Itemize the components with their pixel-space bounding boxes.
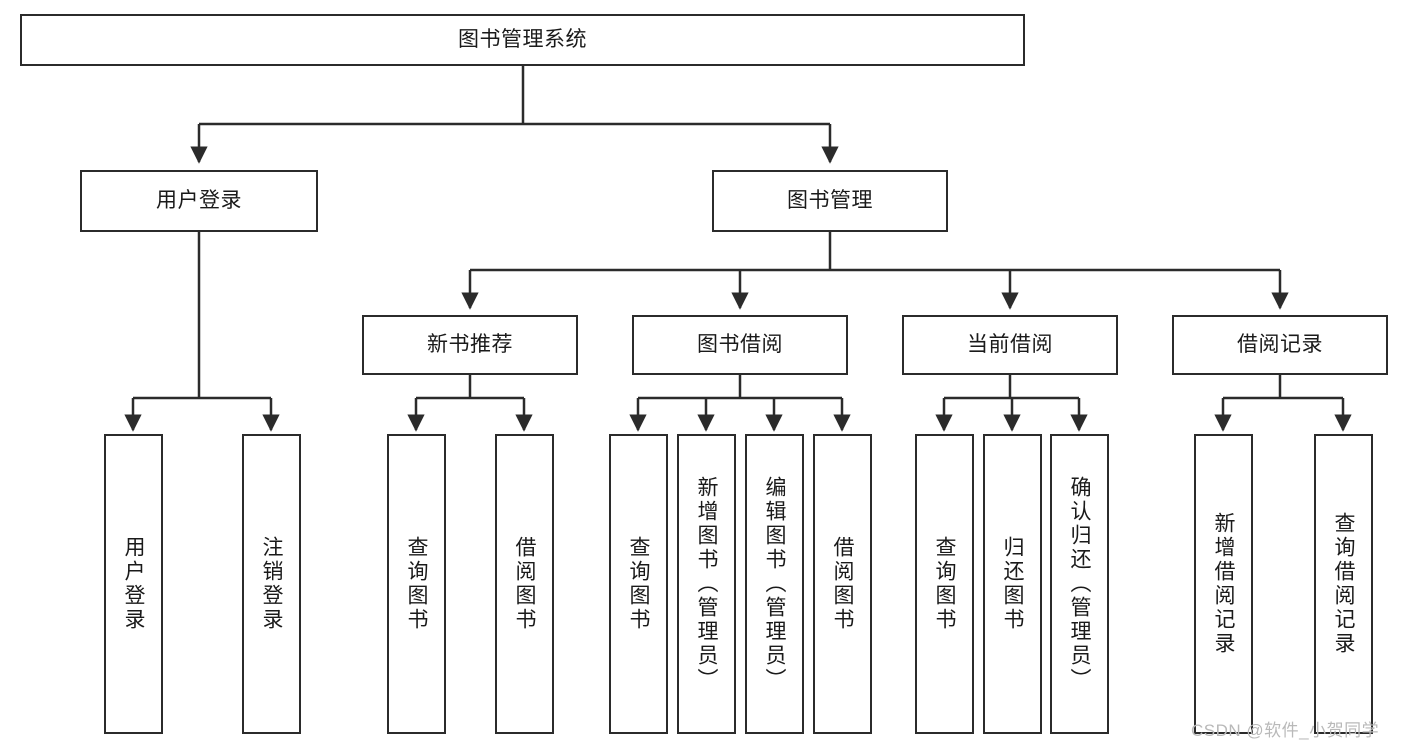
leaf-book-borrow-query[interactable]: 查询图书 [609, 434, 668, 734]
node-book-management-label: 图书管理 [787, 189, 873, 213]
leaf-book-borrow-edit[interactable]: 编辑图书（管理员） [745, 434, 804, 734]
node-user-login-label: 用户登录 [156, 189, 242, 213]
node-borrow-record[interactable]: 借阅记录 [1172, 315, 1388, 375]
leaf-label: 查询图书 [405, 536, 429, 632]
leaf-label: 编辑图书（管理员） [763, 476, 787, 692]
leaf-current-borrow-return[interactable]: 归还图书 [983, 434, 1042, 734]
leaf-user-login-logout[interactable]: 注销登录 [242, 434, 301, 734]
leaf-book-borrow-add[interactable]: 新增图书（管理员） [677, 434, 736, 734]
leaf-label: 查询借阅记录 [1332, 512, 1356, 656]
leaf-book-borrow-borrow[interactable]: 借阅图书 [813, 434, 872, 734]
leaf-label: 查询图书 [627, 536, 651, 632]
leaf-borrow-record-add[interactable]: 新增借阅记录 [1194, 434, 1253, 734]
leaf-new-book-borrow[interactable]: 借阅图书 [495, 434, 554, 734]
node-current-borrow-label: 当前借阅 [967, 333, 1053, 357]
node-book-management[interactable]: 图书管理 [712, 170, 948, 232]
leaf-label: 注销登录 [260, 536, 284, 632]
leaf-label: 新增借阅记录 [1212, 512, 1236, 656]
node-book-borrow-label: 图书借阅 [697, 333, 783, 357]
leaf-label: 确认归还（管理员） [1068, 476, 1092, 692]
node-root-label: 图书管理系统 [458, 28, 587, 52]
node-root[interactable]: 图书管理系统 [20, 14, 1025, 66]
node-new-book-recommend-label: 新书推荐 [427, 333, 513, 357]
leaf-current-borrow-confirm-return[interactable]: 确认归还（管理员） [1050, 434, 1109, 734]
node-current-borrow[interactable]: 当前借阅 [902, 315, 1118, 375]
node-new-book-recommend[interactable]: 新书推荐 [362, 315, 578, 375]
node-borrow-record-label: 借阅记录 [1237, 333, 1323, 357]
leaf-new-book-query[interactable]: 查询图书 [387, 434, 446, 734]
leaf-label: 归还图书 [1001, 536, 1025, 632]
leaf-current-borrow-query[interactable]: 查询图书 [915, 434, 974, 734]
node-user-login[interactable]: 用户登录 [80, 170, 318, 232]
leaf-label: 新增图书（管理员） [695, 476, 719, 692]
leaf-label: 用户登录 [122, 536, 146, 632]
leaf-label: 借阅图书 [513, 536, 537, 632]
leaf-user-login-login[interactable]: 用户登录 [104, 434, 163, 734]
leaf-label: 查询图书 [933, 536, 957, 632]
leaf-borrow-record-query[interactable]: 查询借阅记录 [1314, 434, 1373, 734]
node-book-borrow[interactable]: 图书借阅 [632, 315, 848, 375]
csdn-watermark: CSDN @软件_小贺同学 [1191, 721, 1380, 740]
leaf-label: 借阅图书 [831, 536, 855, 632]
